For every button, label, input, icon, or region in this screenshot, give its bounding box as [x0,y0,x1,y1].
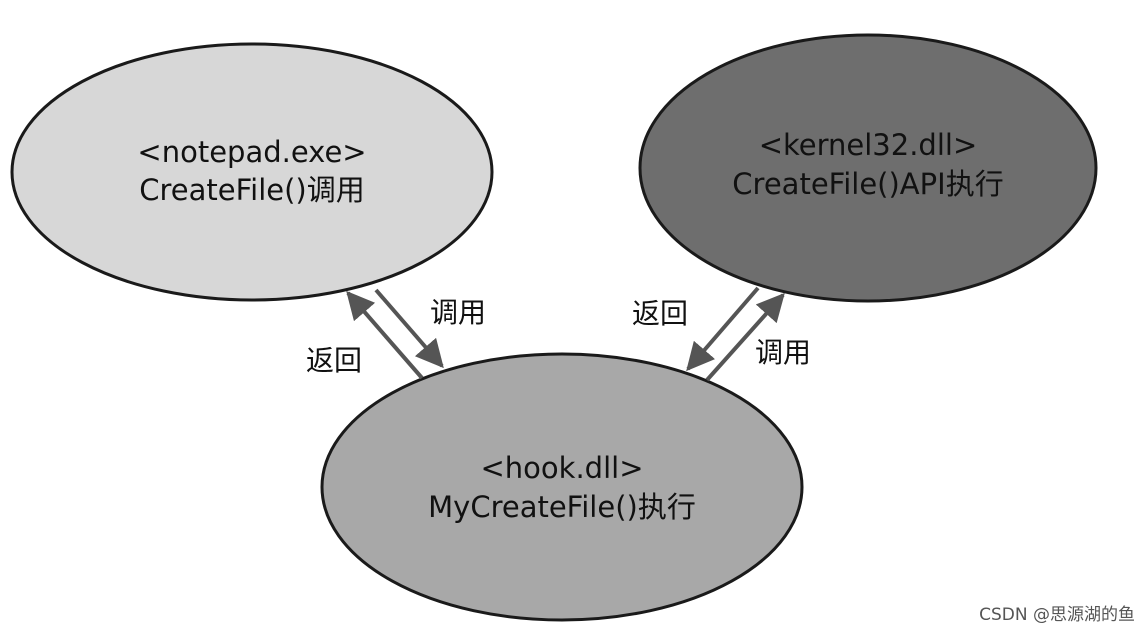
edge-notepad-to-hook-arrow [374,288,444,369]
node-notepad-shape [10,42,494,302]
edge-hook-to-notepad-label: 返回 [306,344,362,377]
node-hook-subtitle: MyCreateFile()执行 [428,490,696,524]
node-kernel32-title: <kernel32.dll> [759,128,978,162]
node-hook: <hook.dll> MyCreateFile()执行 [320,352,804,622]
node-kernel32-shape [638,33,1098,303]
watermark-text: CSDN @思源湖的鱼 [979,605,1135,625]
edge-kernel32-to-hook-arrow [686,286,760,372]
node-notepad-subtitle: CreateFile()调用 [139,173,365,207]
node-kernel32-subtitle: CreateFile()API执行 [732,167,1003,201]
edge-kernel32-to-hook-label: 返回 [632,297,688,330]
node-kernel32: <kernel32.dll> CreateFile()API执行 [638,33,1098,303]
edge-notepad-to-hook-label: 调用 [430,296,486,329]
node-hook-title: <hook.dll> [481,451,644,485]
node-notepad: <notepad.exe> CreateFile()调用 [10,42,494,302]
node-hook-shape [320,352,804,622]
edge-hook-to-kernel32-arrow [705,292,785,382]
edge-hook-to-notepad-arrow [346,290,424,380]
node-notepad-title: <notepad.exe> [137,135,366,169]
edge-hook-to-kernel32-label: 调用 [755,336,811,369]
